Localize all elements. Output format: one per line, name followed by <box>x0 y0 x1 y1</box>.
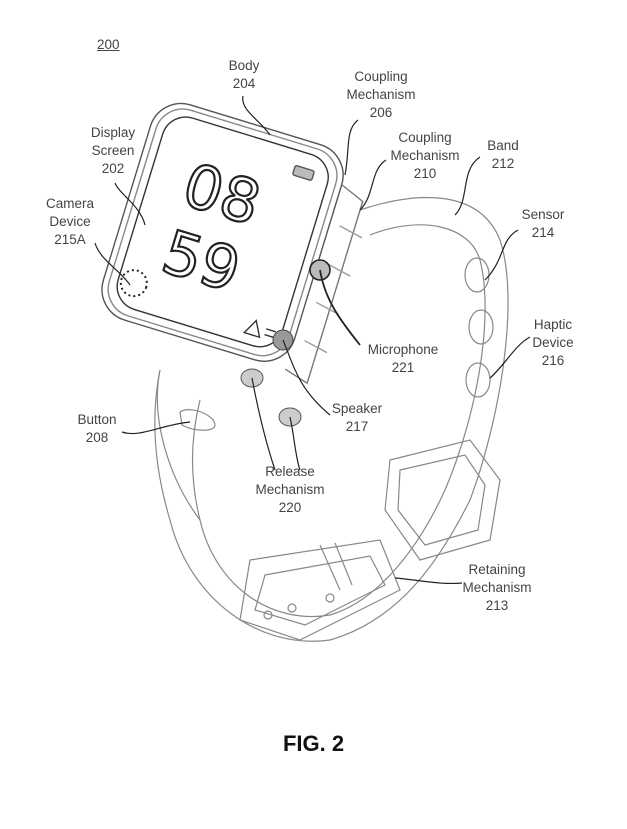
label-body: Body 204 <box>229 57 260 93</box>
label-text: Display <box>90 125 136 140</box>
label-text: Device <box>49 214 91 229</box>
band-outer <box>154 196 509 642</box>
label-number: 210 <box>413 166 437 181</box>
buckle-hole <box>287 603 297 613</box>
display-screen <box>116 116 329 348</box>
label-camera-device: Camera Device 215A <box>46 195 94 249</box>
retaining-buckle <box>239 539 401 641</box>
label-text: Screen <box>91 143 135 158</box>
label-number: 221 <box>391 360 415 375</box>
sensor-hole <box>464 257 490 293</box>
leader-line-microphone <box>319 269 361 346</box>
label-text: Device <box>532 335 574 350</box>
battery-icon <box>292 165 315 181</box>
label-coupling-206: Coupling Mechanism 206 <box>346 68 415 122</box>
label-number: 208 <box>85 430 109 445</box>
label-retaining-mechanism: Retaining Mechanism 213 <box>462 561 531 615</box>
label-text: Band <box>487 138 519 153</box>
leader-line-camera <box>94 242 131 286</box>
band-hole <box>468 309 494 345</box>
leader-line-coupling-210 <box>359 159 387 211</box>
leader-line-release-1 <box>251 377 276 471</box>
label-text: Body <box>228 58 260 73</box>
leader-line-retaining <box>394 577 463 585</box>
leader-line-display <box>114 182 146 226</box>
label-text: Coupling <box>354 69 408 84</box>
leader-line-band <box>454 156 481 216</box>
label-text: Mechanism <box>390 148 460 163</box>
haptic-hole <box>465 362 491 398</box>
leader-line-coupling-206 <box>344 119 359 176</box>
label-microphone: Microphone 221 <box>368 341 439 377</box>
bell-icon <box>242 319 277 339</box>
label-coupling-210: Coupling Mechanism 210 <box>390 129 459 183</box>
band-keeper <box>384 439 501 561</box>
leader-line-speaker <box>282 339 331 416</box>
label-text: Camera <box>45 196 95 211</box>
label-number: 212 <box>491 156 515 171</box>
camera-device <box>119 269 148 298</box>
coupling-mechanism-ribs <box>304 225 363 354</box>
label-speaker: Speaker 217 <box>332 400 382 436</box>
label-release-mechanism: Release Mechanism 220 <box>255 463 324 517</box>
label-button: Button 208 <box>77 411 116 447</box>
label-number: 202 <box>101 161 125 176</box>
label-text: Sensor <box>521 207 565 222</box>
band-keeper-inner <box>397 454 486 546</box>
label-number: 220 <box>278 500 302 515</box>
label-text: Retaining <box>468 562 526 577</box>
leader-line-sensor <box>484 229 519 281</box>
label-number: 214 <box>531 225 555 240</box>
label-text: Haptic <box>533 317 573 332</box>
label-text: Mechanism <box>255 482 325 497</box>
label-number: 216 <box>541 353 565 368</box>
label-number: 215A <box>54 232 86 247</box>
label-sensor: Sensor 214 <box>522 206 565 242</box>
retaining-buckle-inner <box>254 555 386 626</box>
label-text: Mechanism <box>462 580 532 595</box>
buckle-hole <box>325 593 335 603</box>
leader-line-button <box>121 421 191 435</box>
buckle-hole <box>263 610 273 620</box>
label-text: Release <box>265 464 315 479</box>
leader-line-haptic <box>489 336 531 379</box>
label-band: Band 212 <box>487 137 519 173</box>
leader-line-body <box>242 95 271 136</box>
label-text: Mechanism <box>346 87 416 102</box>
leader-lines <box>94 95 531 585</box>
figure-caption: FIG. 2 <box>282 731 345 756</box>
button-208 <box>179 409 216 431</box>
label-number: 217 <box>345 419 369 434</box>
label-text: Microphone <box>367 342 439 357</box>
coupling-mechanism-side <box>284 184 364 385</box>
leader-line-release-2 <box>289 416 301 471</box>
band-lower <box>156 369 201 521</box>
label-number: 204 <box>232 76 256 91</box>
label-number: 206 <box>369 105 393 120</box>
figure-reference: 200 <box>97 37 120 52</box>
label-number: 213 <box>485 598 509 613</box>
label-text: Coupling <box>398 130 452 145</box>
watch-bezel <box>107 108 338 357</box>
label-text: Speaker <box>331 401 383 416</box>
buckle-pin <box>319 542 353 591</box>
label-display-screen: Display Screen 202 <box>91 124 135 178</box>
label-text: Button <box>77 412 117 427</box>
label-haptic-device: Haptic Device 216 <box>532 316 573 370</box>
